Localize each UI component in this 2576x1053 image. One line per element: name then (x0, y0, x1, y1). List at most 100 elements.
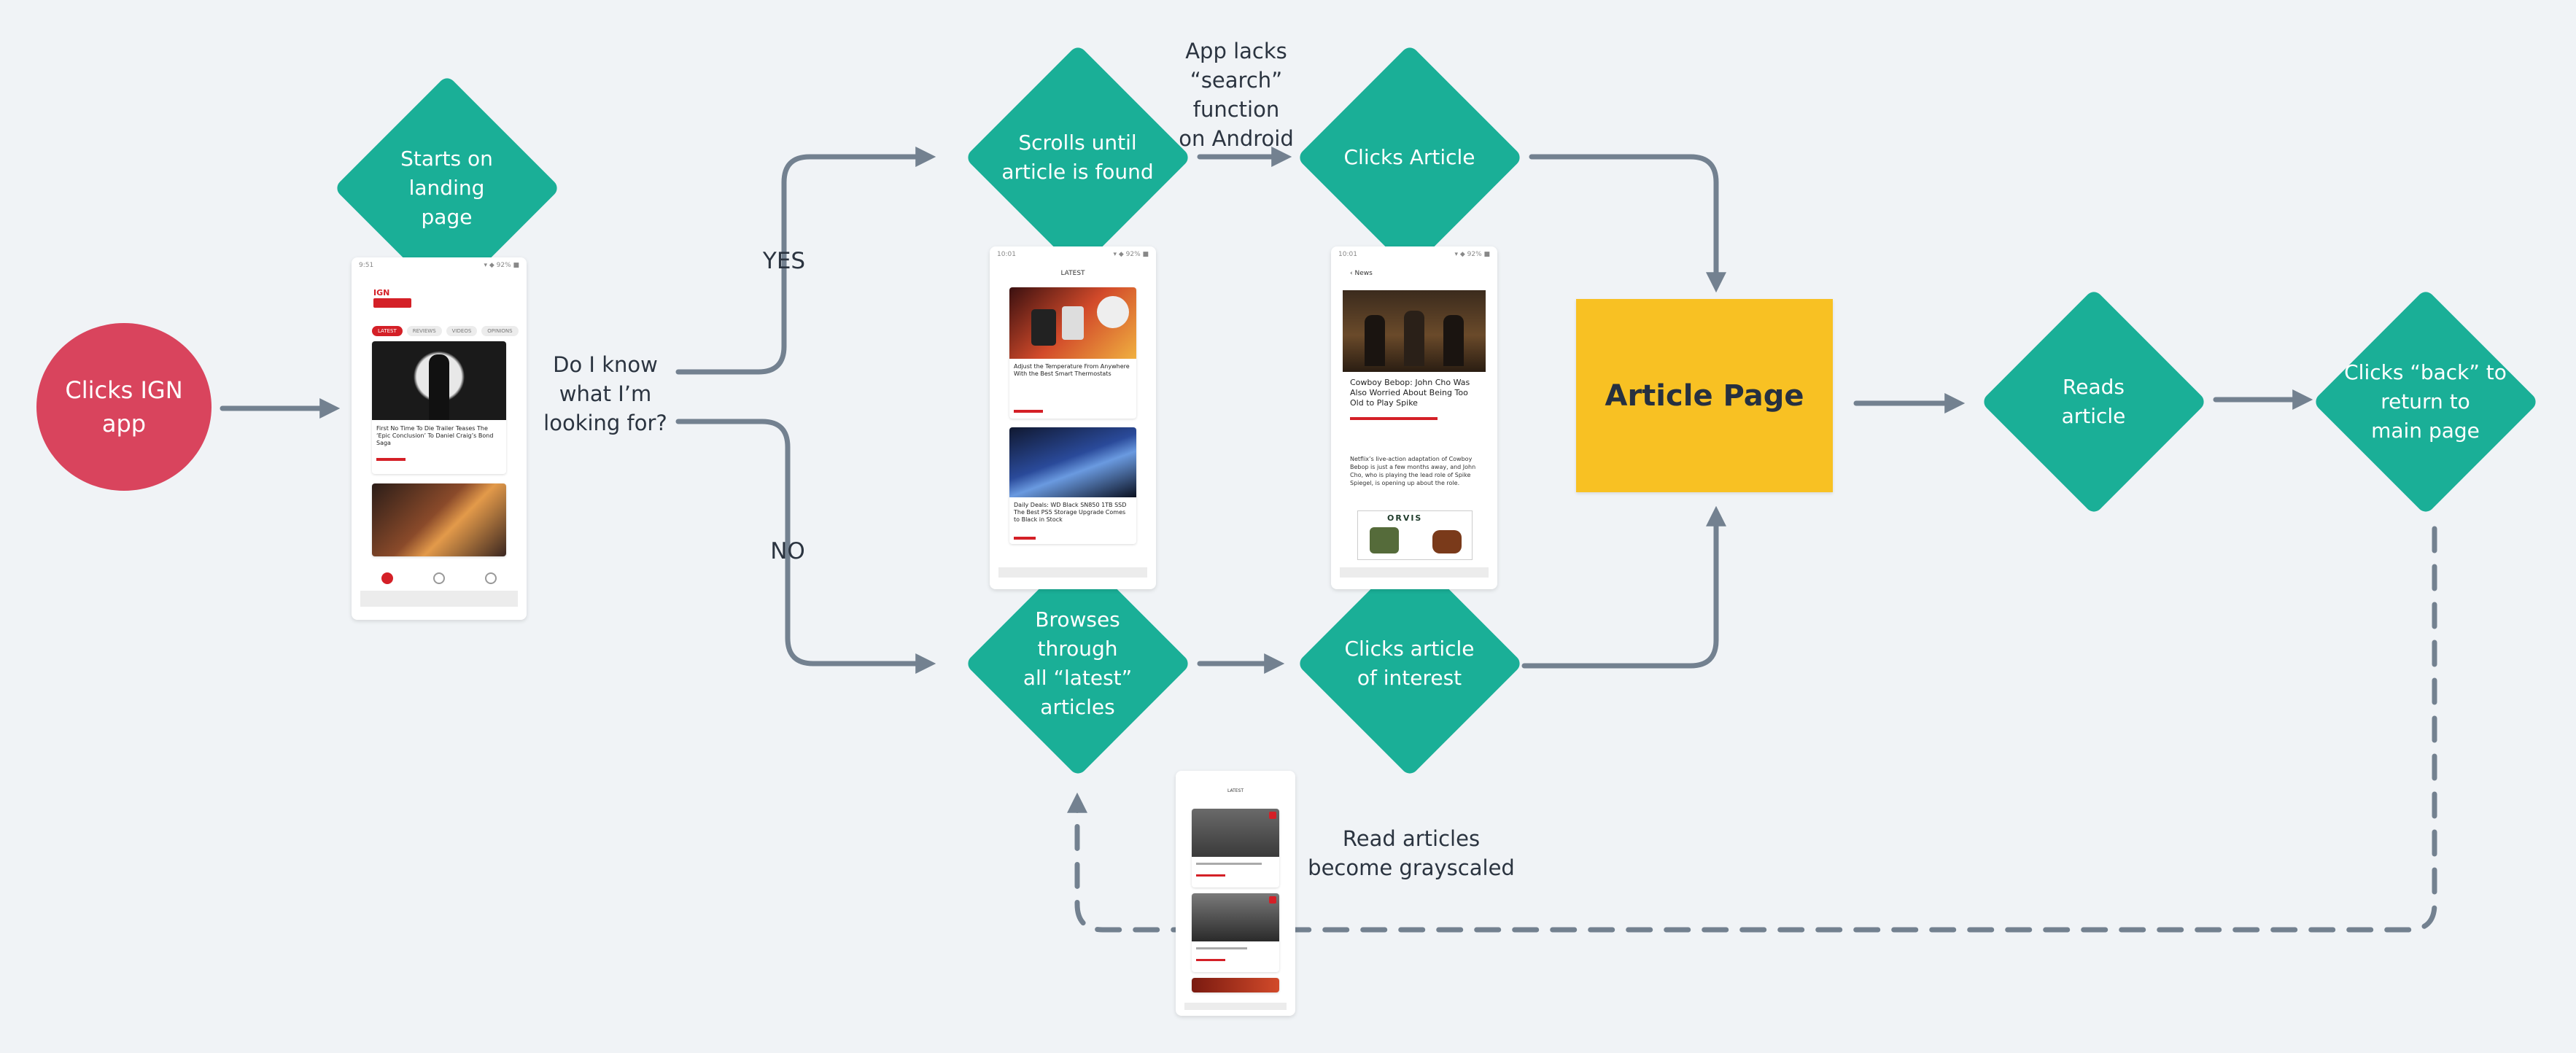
clicks-ign-app-label: Clicks IGN app (65, 376, 183, 438)
person-figure (1404, 311, 1424, 366)
status-bar: 10:01 ▾ ◆ 92% ■ (997, 251, 1149, 261)
status-icons: ▾ ◆ 92% ■ (484, 262, 519, 269)
back-arrow-icon: ‹ (1350, 270, 1355, 277)
card-meta-line (1196, 959, 1225, 961)
author-line (1350, 417, 1438, 420)
article-card-meta (376, 458, 406, 461)
home-tab-icon[interactable] (381, 572, 394, 584)
clicks-back-label: Clicks “back” to return to main page (2344, 360, 2507, 443)
article-card-meta (1014, 537, 1036, 540)
grayscale-screen-mockup: LATEST (1176, 771, 1295, 1016)
ad-banner[interactable]: ORVIS (1357, 510, 1473, 560)
scrolls-until-found-label: Scrolls until article is found (1001, 130, 1154, 184)
clicks-ign-app-node: Clicks IGN app (36, 323, 212, 491)
thermostat-dial (1097, 296, 1129, 328)
yes-label: YES (762, 248, 806, 274)
article-card[interactable]: Adjust the Temperature From Anywhere Wit… (1009, 287, 1136, 419)
screen-title: LATEST (1227, 788, 1244, 793)
browses-latest-node: Browses through all “latest” articles (963, 548, 1192, 778)
tab-reviews[interactable]: REVIEWS (406, 326, 442, 336)
starts-on-landing-node: Starts on landing page (332, 73, 562, 303)
article-page-node: Article Page (1576, 299, 1833, 492)
arrow-question-to-no (675, 419, 936, 674)
ign-logo-bar (373, 298, 411, 308)
arrow-clicks-to-article (1529, 154, 1726, 293)
article-image (372, 483, 506, 556)
status-time: 9:51 (359, 262, 374, 269)
article-card[interactable] (1192, 978, 1279, 992)
system-nav-bar (998, 567, 1147, 578)
article-card[interactable]: First No Time To Die Trailer Teases The … (372, 341, 506, 474)
screen-title: LATEST (1060, 270, 1085, 277)
unread-badge (1269, 896, 1276, 904)
article-image (372, 341, 506, 420)
thermostat-device (1031, 309, 1056, 346)
browses-latest-label: Browses through all “latest” articles (1023, 607, 1133, 719)
article-card[interactable] (372, 483, 506, 556)
article-card[interactable] (1192, 809, 1279, 887)
ad-bag-image (1432, 530, 1462, 553)
clicks-article-interest-label: Clicks article of interest (1344, 636, 1475, 690)
profile-tab-icon[interactable] (484, 572, 497, 584)
system-nav-bar (1184, 1003, 1287, 1010)
clicks-article-label: Clicks Article (1343, 144, 1475, 169)
tab-latest[interactable]: LATEST (372, 326, 403, 336)
article-image-grayscale (1192, 893, 1279, 941)
article-card[interactable] (1192, 893, 1279, 972)
unread-badge (1269, 812, 1276, 819)
article-image (1009, 427, 1136, 497)
no-label: NO (770, 538, 805, 564)
tab-videos[interactable]: VIDEOS (446, 326, 478, 336)
card-meta-line (1196, 874, 1225, 877)
ign-logo-text: IGN (373, 288, 390, 298)
clicks-back-node: Clicks “back” to return to main page (2311, 287, 2540, 516)
article-card-title: Daily Deals: WD Black SN850 1TB SSD The … (1014, 502, 1127, 523)
article-card[interactable]: Daily Deals: WD Black SN850 1TB SSD The … (1009, 427, 1136, 544)
article-image (1009, 287, 1136, 359)
thermostat-device (1062, 306, 1084, 340)
card-title-line (1196, 863, 1262, 865)
ad-bag-image (1370, 527, 1399, 553)
video-tab-icon[interactable] (432, 572, 445, 584)
status-icons: ▾ ◆ 92% ■ (1454, 251, 1490, 258)
person-figure (1443, 315, 1464, 366)
article-card-title: Adjust the Temperature From Anywhere Wit… (1014, 363, 1130, 377)
article-screen-mockup: 10:01 ▾ ◆ 92% ■ ‹ News Cowboy Bebop: Joh… (1331, 246, 1497, 589)
status-icons: ▾ ◆ 92% ■ (1113, 251, 1149, 258)
article-page-label: Article Page (1605, 378, 1804, 413)
grayscale-note-label: Read articles become grayscaled (1308, 826, 1515, 880)
back-button[interactable]: ‹ News (1350, 270, 1373, 277)
starts-on-landing-label: Starts on landing page (400, 146, 493, 229)
article-card-meta (1014, 410, 1043, 413)
arrow-loop-back (1067, 526, 2437, 933)
back-label: News (1354, 270, 1373, 277)
article-image-grayscale (1192, 809, 1279, 857)
scrolls-until-found-node: Scrolls until article is found (963, 42, 1192, 272)
status-time: 10:01 (1338, 251, 1357, 258)
status-bar: 10:01 ▾ ◆ 92% ■ (1338, 251, 1490, 261)
hero-image (1343, 290, 1486, 372)
ad-brand: ORVIS (1387, 513, 1423, 523)
person-figure (1365, 315, 1385, 366)
article-headline: Cowboy Bebop: John Cho Was Also Worried … (1350, 378, 1470, 408)
article-image-color (1192, 978, 1279, 992)
tab-opinions[interactable]: OPINIONS (481, 326, 519, 336)
reads-article-node: Reads article (1979, 287, 2208, 516)
reads-article-label: Reads article (2061, 374, 2126, 428)
ign-logo: IGN (372, 288, 413, 310)
question-label: Do I know what I’m looking for? (543, 352, 667, 435)
arrow-interest-to-article (1521, 505, 1726, 669)
system-nav-bar (360, 591, 518, 607)
status-time: 10:01 (997, 251, 1016, 258)
clicks-article-node: Clicks Article (1295, 42, 1524, 272)
card-title-line (1196, 947, 1247, 949)
latest-screen-mockup: 10:01 ▾ ◆ 92% ■ LATEST Adjust the Temper… (990, 246, 1156, 589)
bottom-tab-bar (362, 569, 516, 588)
article-body: Netflix’s live-action adaptation of Cowb… (1350, 456, 1476, 486)
status-bar: 9:51 ▾ ◆ 92% ■ (359, 262, 519, 272)
arrow-question-to-yes (675, 147, 936, 375)
